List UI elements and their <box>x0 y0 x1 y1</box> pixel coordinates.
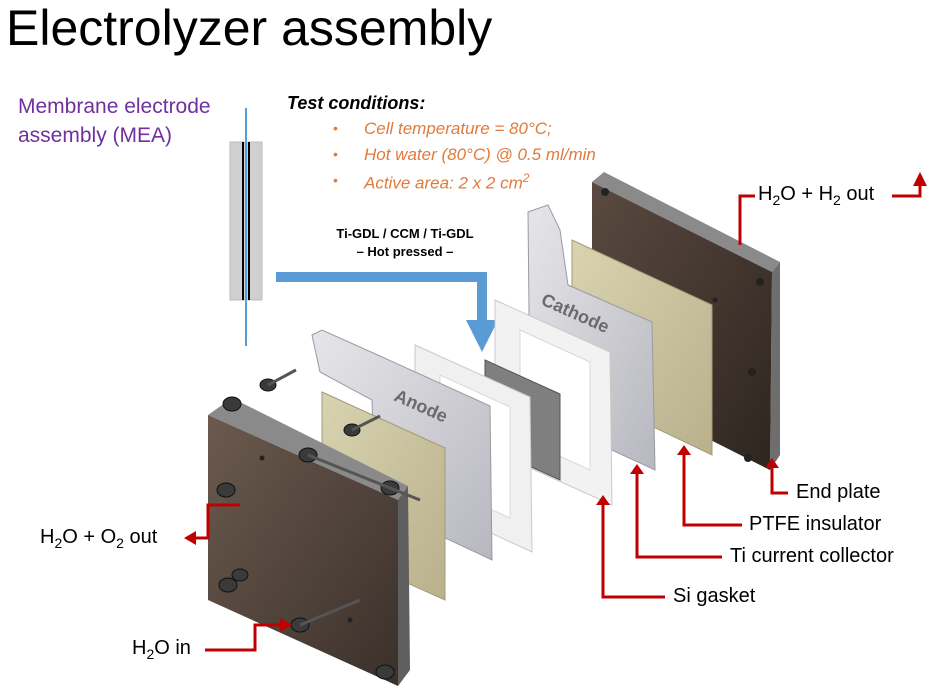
mea-label: Membrane electrode assembly (MEA) <box>18 95 211 147</box>
callout-arrowheads <box>184 172 927 632</box>
hot-pressed-line-2: – Hot pressed – <box>356 244 454 259</box>
bullet-3: • <box>333 172 338 188</box>
si-gasket-label: Si gasket <box>673 585 756 607</box>
hot-pressed-line-1: Ti-GDL / CCM / Ti-GDL <box>336 226 474 241</box>
condition-temperature: Cell temperature = 80°C; <box>364 119 552 138</box>
anode-end-plate <box>208 368 421 686</box>
ptfe-insulator-label: PTFE insulator <box>749 513 882 535</box>
condition-active-area: Active area: 2 x 2 cm2 <box>364 171 530 193</box>
hot-pressed-arrow <box>276 272 498 352</box>
h2-out-label: H2O + H2 out <box>758 183 875 208</box>
callout-lines <box>196 185 922 652</box>
o2-out-label: H2O + O2 out <box>40 526 158 551</box>
page-title: Electrolyzer assembly <box>6 0 493 56</box>
end-plate-label: End plate <box>796 481 881 503</box>
test-conditions-heading: Test conditions: <box>287 93 426 113</box>
h2o-in-label: H2O in <box>132 637 191 662</box>
mea-schematic <box>229 108 263 346</box>
bullet-1: • <box>333 120 338 136</box>
bullet-2: • <box>333 146 338 162</box>
condition-hot-water: Hot water (80°C) @ 0.5 ml/min <box>364 145 596 164</box>
ti-current-collector-label: Ti current collector <box>730 545 894 567</box>
